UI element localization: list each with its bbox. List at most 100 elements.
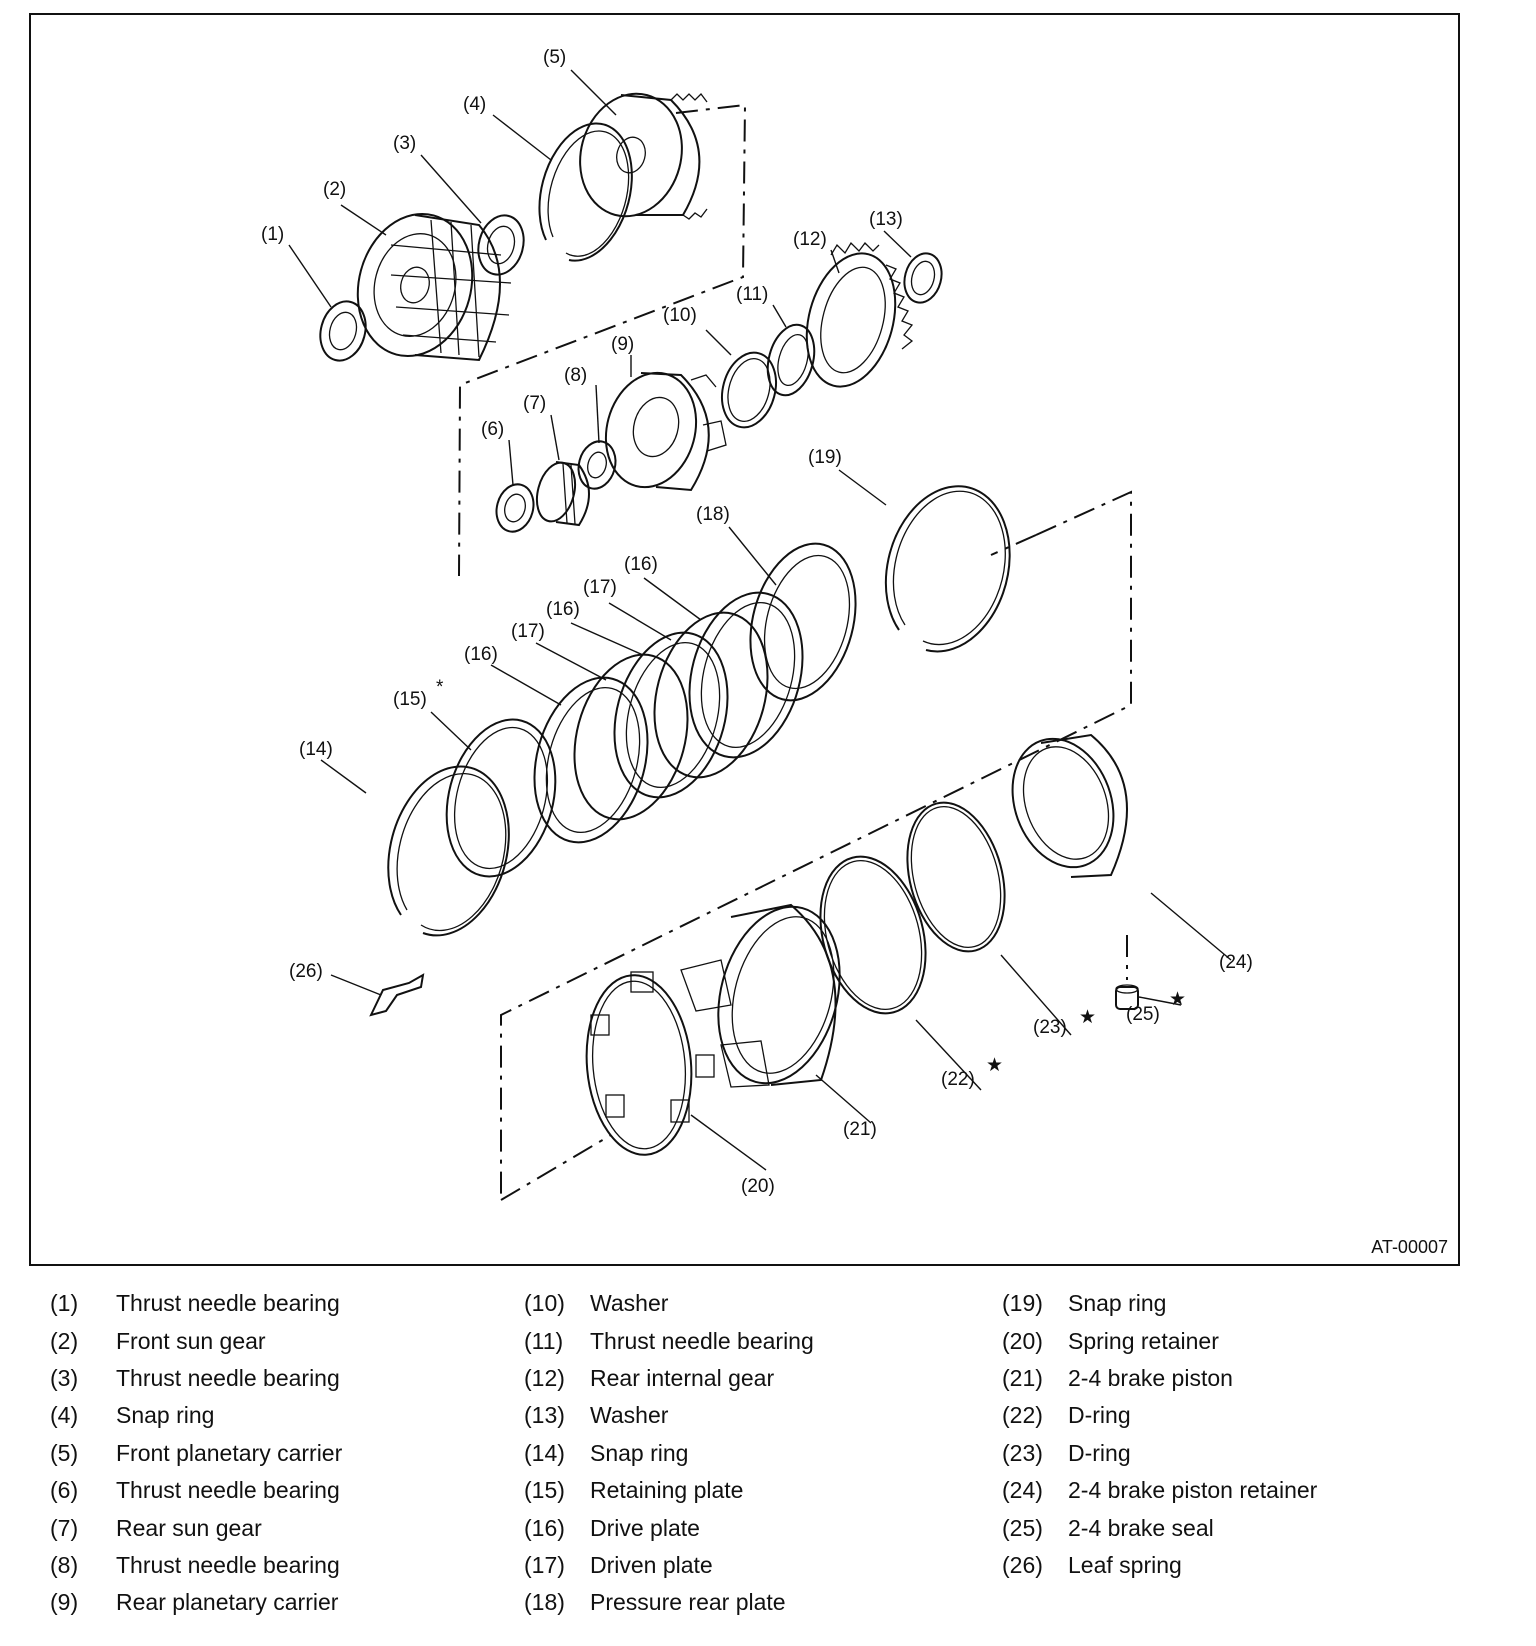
legend-item: (4) Snap ring	[50, 1397, 342, 1434]
assembly-outline-lower-top	[990, 534, 1037, 556]
marker-star-25: ★	[1169, 989, 1186, 1010]
part-drive-plate-c	[688, 591, 804, 759]
callout-11: (11)	[736, 284, 768, 305]
part-thrust-needle-bearing-8	[577, 440, 617, 490]
legend-item: (13) Washer	[524, 1397, 814, 1434]
callout-16-b: (16)	[546, 599, 580, 620]
callout-6: (6)	[481, 419, 504, 440]
legend-number: (4)	[50, 1402, 79, 1429]
legend-label: Thrust needle bearing	[116, 1290, 340, 1317]
legend-item: (23) D-ring	[1002, 1435, 1317, 1472]
legend-column-3: (19) Snap ring (20) Spring retainer (21) 2-…	[1002, 1285, 1317, 1584]
legend-number: (22)	[1002, 1402, 1043, 1429]
callout-22: (22)	[941, 1069, 975, 1090]
part-rear-sun-gear	[535, 461, 590, 527]
legend-number: (20)	[1002, 1327, 1043, 1354]
legend-number: (21)	[1002, 1364, 1043, 1391]
legend-item: (14)Snap ring	[524, 1435, 814, 1472]
legend-label: Driven plate	[590, 1551, 713, 1578]
callout-26: (26)	[289, 961, 323, 982]
part-pressure-rear-plate	[749, 542, 857, 702]
callout-25: (25)	[1126, 1004, 1160, 1025]
legend-number: (15)	[524, 1477, 565, 1504]
callout-24: (24)	[1219, 952, 1253, 973]
legend-number: (6)	[50, 1477, 79, 1504]
parts-legend: (1)Thrust needle bearing (2)Front sun ge…	[50, 1285, 1510, 1625]
legend-item: (26) Leaf spring	[1002, 1547, 1317, 1584]
diagram-frame: (1) (2) (3) (4) (5) (6) (7) (8) (9) (10)…	[29, 13, 1460, 1266]
part-washer-10	[721, 351, 777, 429]
legend-label: Rear sun gear	[116, 1514, 262, 1541]
legend-item: (25)2-4 brake seal	[1002, 1509, 1317, 1546]
callout-21: (21)	[843, 1119, 877, 1140]
legend-label: Thrust needle bearing	[116, 1551, 340, 1578]
part-driven-plate-b	[653, 611, 769, 779]
part-brake-seal	[1115, 984, 1139, 1010]
callout-12: (12)	[793, 229, 827, 250]
legend-item: (17) Driven plate	[524, 1547, 814, 1584]
legend-label: Snap ring	[590, 1439, 689, 1466]
legend-item: (7) Rear sun gear	[50, 1509, 342, 1546]
legend-label: Snap ring	[1068, 1290, 1167, 1317]
legend-number: (10)	[524, 1290, 565, 1317]
legend-label: Drive plate	[590, 1514, 700, 1541]
callout-2: (2)	[323, 179, 346, 200]
legend-item: (20) Spring retainer	[1002, 1322, 1317, 1359]
part-spring-retainer	[585, 971, 715, 1156]
legend-number: (13)	[524, 1402, 565, 1429]
callout-14: (14)	[299, 739, 333, 760]
legend-label: Thrust needle bearing	[116, 1364, 340, 1391]
legend-label: Rear internal gear	[590, 1364, 775, 1391]
legend-item: (19) Snap ring	[1002, 1285, 1317, 1322]
legend-item: (24)2-4 brake piston retainer	[1002, 1472, 1317, 1509]
legend-label: Spring retainer	[1068, 1327, 1219, 1354]
legend-label: Leaf spring	[1068, 1551, 1182, 1578]
legend-item: (21) 2-4 brake piston	[1002, 1360, 1317, 1397]
callout-17-b: (17)	[583, 577, 617, 598]
legend-number: (9)	[50, 1589, 79, 1616]
callout-9: (9)	[611, 334, 634, 355]
legend-number: (24)	[1002, 1477, 1043, 1504]
legend-label: Front sun gear	[116, 1327, 266, 1354]
legend-number: (19)	[1002, 1290, 1043, 1317]
legend-label: Washer	[590, 1402, 669, 1429]
part-thrust-needle-bearing-3	[477, 214, 525, 276]
legend-item: (18)Pressure rear plate	[524, 1584, 814, 1621]
legend-number: (26)	[1002, 1551, 1043, 1578]
dash-seg-bottom	[500, 1134, 612, 1201]
legend-number: (17)	[524, 1551, 565, 1578]
legend-item: (16) Drive plate	[524, 1509, 814, 1546]
callout-labels: (1) (2) (3) (4) (5) (6) (7) (8) (9) (10)…	[261, 47, 1253, 1197]
legend-number: (2)	[50, 1327, 79, 1354]
legend-item: (12)Rear internal gear	[524, 1360, 814, 1397]
part-drive-plate-b	[613, 631, 729, 799]
callout-8: (8)	[564, 365, 587, 386]
legend-number: (5)	[50, 1439, 79, 1466]
assembly-outline-lower	[500, 490, 1132, 1200]
legend-number: (16)	[524, 1514, 565, 1541]
callout-17-a: (17)	[511, 621, 545, 642]
callout-4: (4)	[463, 94, 486, 115]
legend-item: (10)Washer	[524, 1285, 814, 1322]
legend-item: (6) Thrust needle bearing	[50, 1472, 342, 1509]
legend-number: (18)	[524, 1589, 565, 1616]
legend-number: (3)	[50, 1364, 79, 1391]
callout-23: (23)	[1033, 1017, 1067, 1038]
part-washer-13	[903, 252, 943, 304]
part-brake-piston	[680, 903, 841, 1088]
legend-label: 2-4 brake seal	[1068, 1514, 1214, 1541]
part-retaining-plate	[445, 718, 557, 878]
legend-label: D-ring	[1068, 1439, 1131, 1466]
part-snap-ring-4	[538, 122, 633, 262]
legend-label: Snap ring	[116, 1402, 215, 1429]
legend-label: 2-4 brake piston	[1068, 1364, 1233, 1391]
callout-13: (13)	[869, 209, 903, 230]
callout-5: (5)	[543, 47, 566, 68]
legend-number: (7)	[50, 1514, 79, 1541]
part-rear-internal-gear	[805, 241, 914, 388]
legend-item: (22)D-ring	[1002, 1397, 1317, 1434]
part-thrust-needle-bearing-6	[495, 483, 535, 533]
legend-label: Thrust needle bearing	[116, 1477, 340, 1504]
callout-19: (19)	[808, 447, 842, 468]
legend-number: (23)	[1002, 1439, 1043, 1466]
